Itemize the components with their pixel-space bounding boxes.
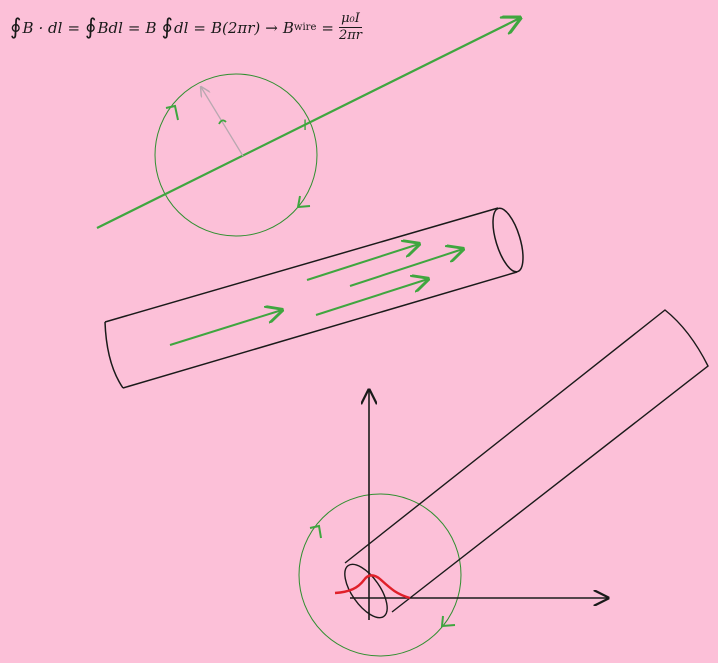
bottom-loop-arrow-left [309,524,322,539]
contour-integral-symbol-2: ∮ [85,14,97,40]
fraction-numerator: μ₀I [339,11,362,29]
cylinder-end-cap [492,207,524,273]
field-profile-figure [298,309,709,657]
bottom-loop-arrow-right [440,615,456,628]
current-arrow-3 [349,249,463,287]
wire-loop-figure: I [96,18,520,237]
formula-equals-1: = [67,18,81,37]
formula-fraction: μ₀I 2πr [338,11,362,44]
contour-integral-symbol-3: ∮ [161,14,173,40]
contour-integral-symbol: ∮ [10,14,22,40]
tilted-cylinder-body [344,309,709,613]
current-label: I [303,118,307,134]
current-arrow-4 [315,279,428,316]
loop-direction-arrow-bottom [296,195,311,209]
current-arrow-2 [306,244,419,281]
formula-bdl: Bdl [97,18,123,37]
formula-arrow: → [265,18,278,37]
formula-equals-3: = [193,18,206,37]
ampere-loop-circle [154,73,318,237]
formula-b-2pir: B(2πr) [210,18,261,37]
formula-b: B [22,18,34,37]
formula-b-factor: B [145,18,157,37]
formula-b-wire: B [282,18,294,37]
tilted-cylinder-end-cap [344,563,388,619]
formula-equals-2: = [127,18,141,37]
loop-direction-arrow-top [165,104,179,121]
fraction-denominator: 2πr [338,28,362,44]
formula-equals-4: = [321,18,334,37]
formula-subscript-wire: wire [293,22,317,34]
field-profile-curve [334,574,411,600]
radius-label-mark [218,119,227,125]
current-arrow-1 [169,310,282,346]
cylinder-body [104,207,518,389]
bottom-loop-circle [298,493,462,657]
straight-wire-arrow [96,18,520,229]
formula-dot-dl: · dl [38,18,63,37]
cylinder-figure [104,207,524,389]
formula-dl: dl [174,18,189,37]
